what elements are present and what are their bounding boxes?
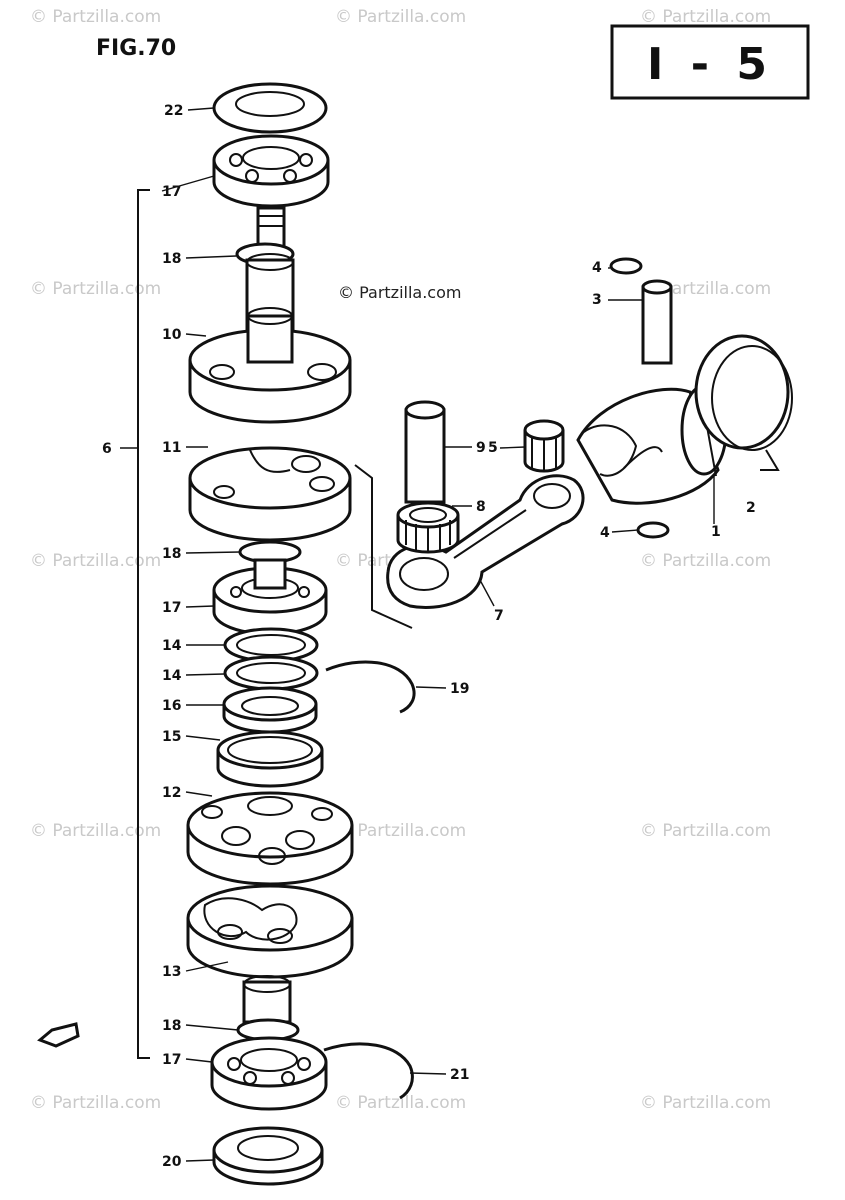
circlip-21 <box>323 1042 414 1100</box>
watermark: © Partzilla.com <box>335 1093 466 1113</box>
section-box <box>610 24 810 100</box>
watermark: © Partzilla.com <box>30 7 161 27</box>
watermark: © Partzilla.com <box>30 821 161 841</box>
watermark: © Partzilla.com <box>30 1093 161 1113</box>
watermark: © Partzilla.com <box>640 279 771 299</box>
crank-web-13 <box>186 884 354 979</box>
watermark: © Partzilla.com <box>335 821 466 841</box>
seal-rings-14 <box>223 627 319 691</box>
pin-bracket <box>354 464 413 629</box>
center-watermark: © Partzilla.com <box>338 283 461 302</box>
section-label: I - 5 <box>647 39 773 90</box>
callout-18-middle: 18 <box>162 546 181 562</box>
bearing-top <box>212 134 330 208</box>
lower-shaft <box>236 975 300 1042</box>
piston <box>576 384 728 505</box>
watermark: © Partzilla.com <box>30 279 161 299</box>
needle-bearing-big-end <box>396 501 460 554</box>
ring-bracket <box>760 449 780 471</box>
callout-17-top: 17 <box>162 184 181 200</box>
labyrinth-rings <box>216 686 324 788</box>
circlip-19 <box>325 660 416 714</box>
figure-label: FIG.70 <box>96 36 176 61</box>
callout-16: 16 <box>162 698 181 714</box>
watermark: © Partzilla.com <box>640 1093 771 1113</box>
needle-bearing-small-end <box>523 419 565 473</box>
callout-11: 11 <box>162 440 181 456</box>
callout-8: 8 <box>476 499 486 515</box>
crank-web-upper <box>188 307 352 424</box>
watermark: © Partzilla.com <box>640 821 771 841</box>
callout-15: 15 <box>162 729 181 745</box>
callout-4-lower: 4 <box>600 525 610 541</box>
callout-1: 1 <box>711 524 721 540</box>
callout-7: 7 <box>494 608 504 624</box>
leader-lines <box>161 107 715 1162</box>
watermark: © Partzilla.com <box>335 7 466 27</box>
callout-14-upper: 14 <box>162 638 182 654</box>
watermark: © Partzilla.com <box>640 7 771 27</box>
bearing-middle <box>212 558 328 636</box>
callout-13: 13 <box>162 964 181 980</box>
crank-web-11 <box>188 446 352 542</box>
callout-6: 6 <box>102 441 112 457</box>
callout-5: 5 <box>488 440 498 456</box>
crank-pin <box>404 400 446 504</box>
bearing-bottom <box>210 1036 328 1111</box>
callout-19: 19 <box>450 681 469 697</box>
callout-17-bottom: 17 <box>162 1052 181 1068</box>
callout-labels: 1 2 3 4 4 5 6 7 8 9 10 11 12 13 14 14 15… <box>102 103 756 1170</box>
callout-10: 10 <box>162 327 182 343</box>
callout-20: 20 <box>162 1154 182 1170</box>
watermark: © Partzilla.com <box>640 551 771 571</box>
callout-18-top: 18 <box>162 251 181 267</box>
callout-4-upper: 4 <box>592 260 602 276</box>
oil-seal-bottom <box>212 1126 324 1186</box>
crank-web-12 <box>186 791 354 886</box>
callout-12: 12 <box>162 785 181 801</box>
callout-3: 3 <box>592 292 602 308</box>
callout-18-bottom: 18 <box>162 1018 181 1034</box>
group-bracket <box>137 189 150 1059</box>
upper-shaft <box>235 206 295 332</box>
direction-arrow-icon <box>37 1022 80 1048</box>
piston-pin-clip-upper <box>609 257 643 275</box>
callout-2: 2 <box>746 500 756 516</box>
callout-22: 22 <box>164 103 183 119</box>
callout-17-middle: 17 <box>162 600 181 616</box>
piston-rings <box>694 334 793 451</box>
callout-9: 9 <box>476 440 486 456</box>
oil-seal-top <box>212 82 328 134</box>
piston-pin <box>641 279 673 365</box>
callout-21: 21 <box>450 1067 469 1083</box>
callout-14-lower: 14 <box>162 668 182 684</box>
watermark: © Partzilla.com <box>30 551 161 571</box>
piston-pin-clip-lower <box>636 521 670 539</box>
